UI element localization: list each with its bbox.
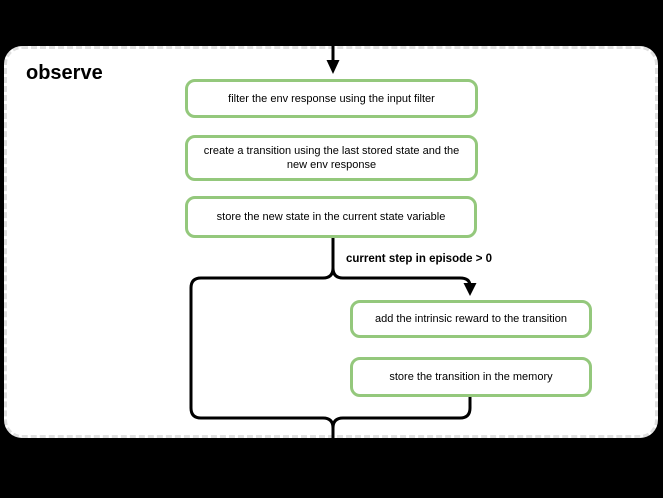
node-add-intrinsic-reward: add the intrinsic reward to the transiti… — [350, 300, 592, 338]
group-title: observe — [26, 62, 103, 84]
node-create-transition: create a transition using the last store… — [185, 135, 478, 181]
node-store-transition-memory: store the transition in the memory — [350, 357, 592, 397]
branch-condition-label: current step in episode > 0 — [346, 253, 493, 265]
node-store-current-state: store the new state in the current state… — [185, 196, 477, 238]
node-filter-env-response: filter the env response using the input … — [185, 79, 478, 118]
